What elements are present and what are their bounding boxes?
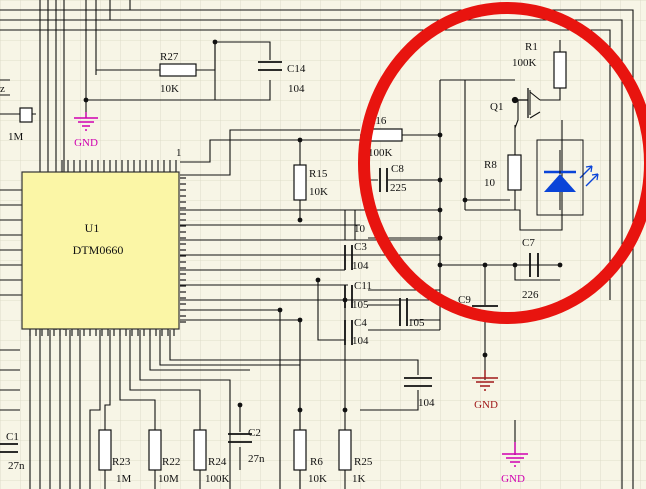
- label-extra-105: 105: [408, 317, 425, 329]
- chip-ref: U1: [85, 221, 100, 235]
- cap-c14: [258, 61, 282, 71]
- cap-c7: [529, 253, 539, 277]
- label-r23-val: 1M: [116, 473, 132, 485]
- resistor-r23: [98, 429, 112, 471]
- label-r1-ref: R1: [525, 41, 538, 53]
- resistor-partial-1m: [19, 107, 33, 123]
- gnd-left-icon: [74, 112, 98, 131]
- label-r27-ref: R27: [160, 51, 179, 63]
- resistor-r22: [148, 429, 162, 471]
- ground-symbols: [74, 112, 528, 467]
- label-r27-val: 10K: [160, 83, 179, 95]
- label-r16-val: 100K: [368, 147, 393, 159]
- transistor-q1: [511, 88, 529, 118]
- gnd-bottom-label: GND: [501, 473, 525, 485]
- capacitors: [0, 61, 539, 453]
- label-c2-val: 27n: [248, 453, 265, 465]
- resistors: [19, 51, 567, 471]
- label-extra-10: 10: [354, 223, 366, 235]
- gnd-mid-label: GND: [474, 399, 498, 411]
- label-c14-val: 104: [288, 83, 305, 95]
- label-c2-ref: C2: [248, 427, 261, 439]
- gnd-mid-icon: [472, 370, 498, 391]
- label-q1-ref: Q1: [490, 101, 503, 113]
- label-c14-ref: C14: [287, 63, 306, 75]
- label-c11-ref: C11: [354, 280, 372, 292]
- label-c3-val: 104: [352, 260, 369, 272]
- resistor-r27: [159, 63, 197, 77]
- cap-c105: [399, 298, 408, 326]
- label-r6-val: 10K: [308, 473, 327, 485]
- label-r25-ref: R25: [354, 456, 373, 468]
- label-r8-ref: R8: [484, 159, 497, 171]
- resistor-r15: [293, 164, 307, 201]
- junction-dots: [83, 39, 563, 413]
- label-c4-val: 104: [352, 335, 369, 347]
- resistor-r16: [369, 128, 403, 142]
- label-extra-1m: 1M: [8, 131, 24, 143]
- label-c7-ref: C7: [522, 237, 535, 249]
- cap-c3: [344, 245, 353, 270]
- label-c8-val: 225: [390, 182, 407, 194]
- cap-c11: [344, 285, 353, 308]
- label-c4-ref: C4: [354, 317, 367, 329]
- label-extra-104: 104: [418, 397, 435, 409]
- cap-c2: [228, 433, 252, 443]
- label-r24-ref: R24: [208, 456, 227, 468]
- label-c1-val: 27n: [8, 460, 25, 472]
- resistor-r6: [293, 429, 307, 471]
- chip-part: DTM0660: [73, 243, 124, 257]
- chip-u1: U1 DTM0660 1: [21, 147, 186, 336]
- cap-c8: [379, 168, 388, 192]
- label-c11-val: 105: [352, 299, 369, 311]
- label-r24-val: 100K: [205, 473, 230, 485]
- led-icon: [536, 139, 599, 216]
- label-c8-ref: C8: [391, 163, 404, 175]
- label-c9-ref: C9: [458, 294, 471, 306]
- gnd-bottom-icon: [502, 442, 528, 467]
- annotation-circle: [358, 2, 646, 324]
- resistor-r25: [338, 429, 352, 471]
- label-c7-val: 226: [522, 289, 539, 301]
- label-r1-val: 100K: [512, 57, 537, 69]
- label-r15-val: 10K: [309, 186, 328, 198]
- label-r23-ref: R23: [112, 456, 131, 468]
- label-r25-val: 1K: [352, 473, 366, 485]
- gnd-left-label: GND: [74, 137, 98, 149]
- label-c3-ref: C3: [354, 241, 367, 253]
- label-r22-ref: R22: [162, 456, 180, 468]
- resistor-r1: [553, 51, 567, 89]
- chip-pin1: 1: [176, 147, 182, 159]
- chip-body: [21, 171, 180, 330]
- label-r15-ref: R15: [309, 168, 328, 180]
- component-labels: R27 10K C14 104 R1 100K Q1 R16 100K C8 2…: [0, 41, 539, 485]
- label-r22-val: 10M: [158, 473, 179, 485]
- resistor-r8: [507, 154, 522, 191]
- resistor-r24: [193, 429, 207, 471]
- label-partial-z: z: [0, 83, 5, 95]
- cap-c1: [0, 443, 18, 453]
- cap-c4: [344, 320, 353, 345]
- label-r8-val: 10: [484, 177, 496, 189]
- label-c1-ref: C1: [6, 431, 19, 443]
- cap-104: [404, 377, 432, 387]
- label-r6-ref: R6: [310, 456, 323, 468]
